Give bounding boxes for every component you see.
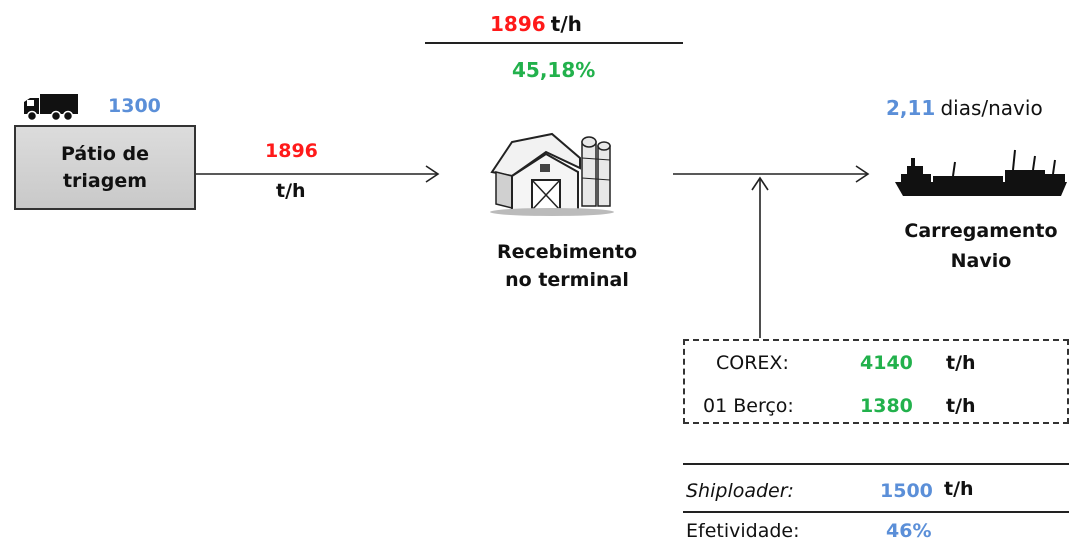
navio-label-line1: Carregamento: [890, 216, 1072, 246]
navio-rate-unit: dias/navio: [940, 96, 1042, 120]
navio-label-line2: Navio: [890, 246, 1072, 276]
berco-value: 1380: [860, 395, 913, 417]
navio-rate: 2,11 dias/navio: [886, 96, 1043, 120]
terminal-label-line2: no terminal: [478, 266, 656, 294]
efetividade-label: Efetividade:: [686, 520, 800, 542]
berco-unit: t/h: [946, 395, 976, 417]
shiploader-bottom-line: [683, 511, 1069, 513]
shiploader-value: 1500: [880, 480, 933, 502]
barn-icon: [482, 128, 632, 218]
shiploader-label: Shiploader:: [686, 480, 794, 502]
corex-label: COREX:: [716, 352, 789, 374]
shiploader-unit: t/h: [944, 478, 974, 500]
corex-unit: t/h: [946, 352, 976, 374]
navio-rate-value: 2,11: [886, 96, 935, 120]
terminal-label-line1: Recebimento: [478, 238, 656, 266]
shiploader-top-line: [683, 463, 1069, 465]
corex-value: 4140: [860, 352, 913, 374]
berco-label: 01 Berço:: [703, 395, 794, 417]
navio-label: Carregamento Navio: [890, 216, 1072, 276]
efetividade-value: 46%: [886, 520, 931, 542]
terminal-label: Recebimento no terminal: [478, 238, 656, 294]
ship-icon: [893, 148, 1073, 200]
